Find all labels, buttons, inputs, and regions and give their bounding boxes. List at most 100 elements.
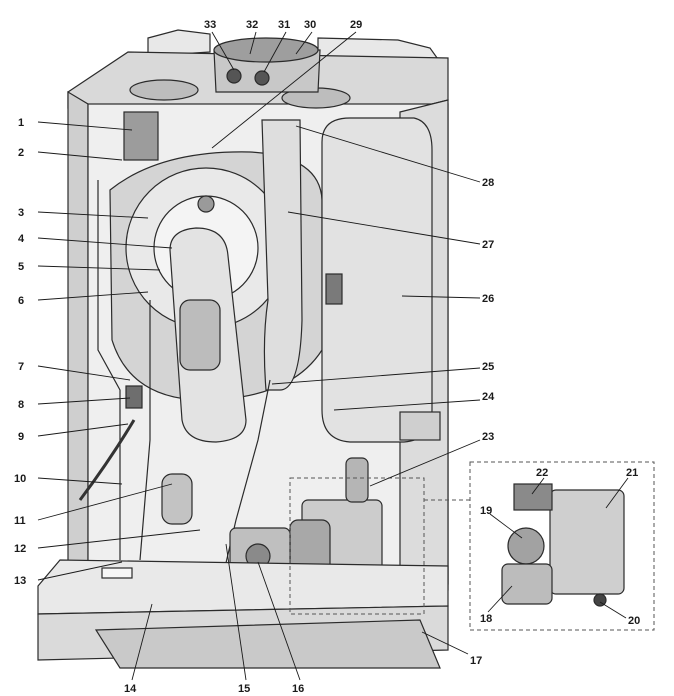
leader-28 [295,125,481,183]
callout-18: 18 [480,613,492,625]
flue-sampling-point-right [254,70,270,86]
callout-8: 8 [18,399,24,411]
cable-harness [78,419,136,501]
callout-32: 32 [246,19,258,31]
leader-22 [531,477,545,495]
inset-valve-head [507,527,545,565]
leader-14 [131,603,153,681]
callout-13: 13 [14,575,26,587]
leader-2 [37,151,123,161]
leader-7 [37,365,131,381]
leader-26 [401,295,481,299]
leader-19 [489,513,523,539]
sensor-block [125,385,143,409]
display-window [101,567,133,579]
flue-sampling-point-left [226,68,242,84]
housing-left-panel [67,90,89,601]
pipe-left-a [97,180,121,560]
leader-30 [295,31,313,55]
callout-27: 27 [482,239,494,251]
expansion-vessel-valve [325,273,343,305]
leader-24 [333,399,481,411]
callout-23: 23 [482,431,494,443]
leader-3 [37,211,149,219]
callout-14: 14 [124,683,137,695]
callout-20: 20 [628,615,640,627]
callout-9: 9 [18,431,24,443]
leader-29 [211,31,357,149]
leader-23 [369,439,481,487]
leader-15 [225,543,247,681]
leader-16 [257,561,301,681]
callout-3: 3 [18,207,24,219]
leader-9 [37,423,129,437]
leader-12 [37,529,201,549]
callout-6: 6 [18,295,24,307]
expansion-vessel [321,117,441,443]
callout-24: 24 [482,391,495,403]
air-intake-pipe [261,119,303,391]
inset-highlight-frame [289,477,425,615]
leader-11 [37,483,173,521]
leader-13 [37,561,123,581]
callout-25: 25 [482,361,494,373]
leader-32 [249,31,257,55]
hydraulic-group [161,457,383,581]
bottom-cover [94,619,441,669]
left-pipework [78,111,271,581]
callout-30: 30 [304,19,316,31]
fan-assembly [169,227,247,443]
callout-26: 26 [482,293,494,305]
callout-5: 5 [18,261,24,273]
callout-16: 16 [292,683,304,695]
callout-10: 10 [14,473,26,485]
auto-air-vent [345,457,369,503]
callout-7: 7 [18,361,24,373]
inset-pump-housing [501,563,553,605]
leader-4 [37,237,173,249]
inset-pump-motor [549,489,625,595]
callout-15: 15 [238,683,250,695]
callout-29: 29 [350,19,362,31]
callout-labels: 1 2 3 4 5 6 7 8 9 10 11 12 13 14 15 16 1… [14,19,640,695]
pipe-left-b [139,300,151,561]
leader-8 [37,397,131,405]
callout-19: 19 [480,505,492,517]
leader-31 [263,31,287,73]
filter-housing [161,473,193,525]
callout-12: 12 [14,543,26,555]
leader-33 [211,31,235,71]
leader-21 [605,477,629,509]
callout-1: 1 [18,117,24,129]
callout-4: 4 [18,233,25,245]
expansion-vessel-body [321,117,433,443]
callout-31: 31 [278,19,290,31]
top-ring-left [129,79,199,101]
inset-drain-screw [593,593,607,607]
leader-27 [287,211,481,245]
leader-25 [271,367,481,385]
fan-motor [179,299,221,371]
callout-21: 21 [626,467,638,479]
callout-33: 33 [204,19,216,31]
control-box [37,559,449,669]
expansion-vessel-bracket [399,411,441,441]
callout-22: 22 [536,467,548,479]
callout-17: 17 [470,655,482,667]
leader-5 [37,265,161,271]
inset-pump-connector [513,483,553,511]
pump-detail-inset [289,461,655,631]
control-box-top [37,559,449,615]
pipe-left-c [221,379,271,581]
leader-18 [487,585,513,613]
callout-28: 28 [482,177,494,189]
callout-11: 11 [14,515,26,527]
leader-1 [37,121,133,131]
leader-lines [37,31,629,681]
callout-2: 2 [18,147,24,159]
leader-10 [37,477,123,485]
leader-17 [421,631,469,655]
burner-hub [197,195,215,213]
flue-outlet-top [213,37,319,63]
